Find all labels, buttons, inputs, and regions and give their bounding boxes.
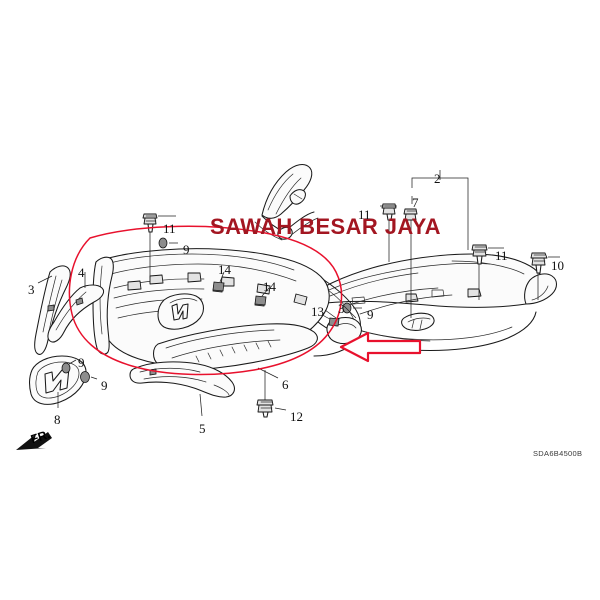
callout-number-4: 4 xyxy=(78,265,85,280)
callout-number-3: 3 xyxy=(28,282,35,297)
fastener-bolt-11-right xyxy=(471,244,488,265)
callout-number-13: 13 xyxy=(311,304,324,319)
highlight-outline xyxy=(68,225,343,376)
diagram-code-label: SDA6B4500B xyxy=(533,449,583,458)
fastener-stud-14-a xyxy=(212,281,225,292)
callout-number-5: 5 xyxy=(199,421,206,436)
fastener-stud-14-b xyxy=(254,295,267,306)
left-arrow-icon xyxy=(339,331,422,363)
part-front-grille-main xyxy=(92,248,362,371)
fastener-nut-10 xyxy=(530,252,548,274)
fastener-clip-12 xyxy=(256,399,274,418)
callout-number-14: 14 xyxy=(263,279,276,294)
callout-number-6: 6 xyxy=(282,377,289,392)
callout-number-9: 9 xyxy=(183,242,190,257)
part-side-molding-left xyxy=(34,265,71,355)
fastener-clip-11-left xyxy=(142,213,158,233)
callout-number-12: 12 xyxy=(290,409,303,424)
part-upper-beam-right xyxy=(299,253,558,352)
callout-number-3: 3 xyxy=(338,301,345,316)
callout-number-14: 14 xyxy=(218,262,231,277)
callout-number-9: 9 xyxy=(78,355,85,370)
callout-number-7: 7 xyxy=(412,195,419,210)
callout-number-11: 11 xyxy=(163,221,176,236)
part-inner-rail-4 xyxy=(47,284,105,343)
fastener-nut-9-c xyxy=(61,362,71,374)
fastener-nut-9-d xyxy=(80,371,90,383)
callout-number-8: 8 xyxy=(54,412,61,427)
callout-number-9: 9 xyxy=(101,378,108,393)
callout-number-2: 2 xyxy=(434,171,441,186)
fastener-nut-9-a xyxy=(158,237,168,249)
fastener-bolt-7 xyxy=(403,208,418,221)
callout-number-11: 11 xyxy=(495,248,508,263)
part-honda-emblem xyxy=(29,355,87,405)
front-arrow-icon xyxy=(16,432,52,450)
callout-number-9: 9 xyxy=(367,307,374,322)
part-bracket-7 xyxy=(401,312,435,331)
leader-lines xyxy=(37,170,560,417)
callout-number-11: 11 xyxy=(358,207,371,222)
callout-number-10: 10 xyxy=(551,258,564,273)
watermark-text: SAWAH BESAR JAYA xyxy=(210,214,441,239)
